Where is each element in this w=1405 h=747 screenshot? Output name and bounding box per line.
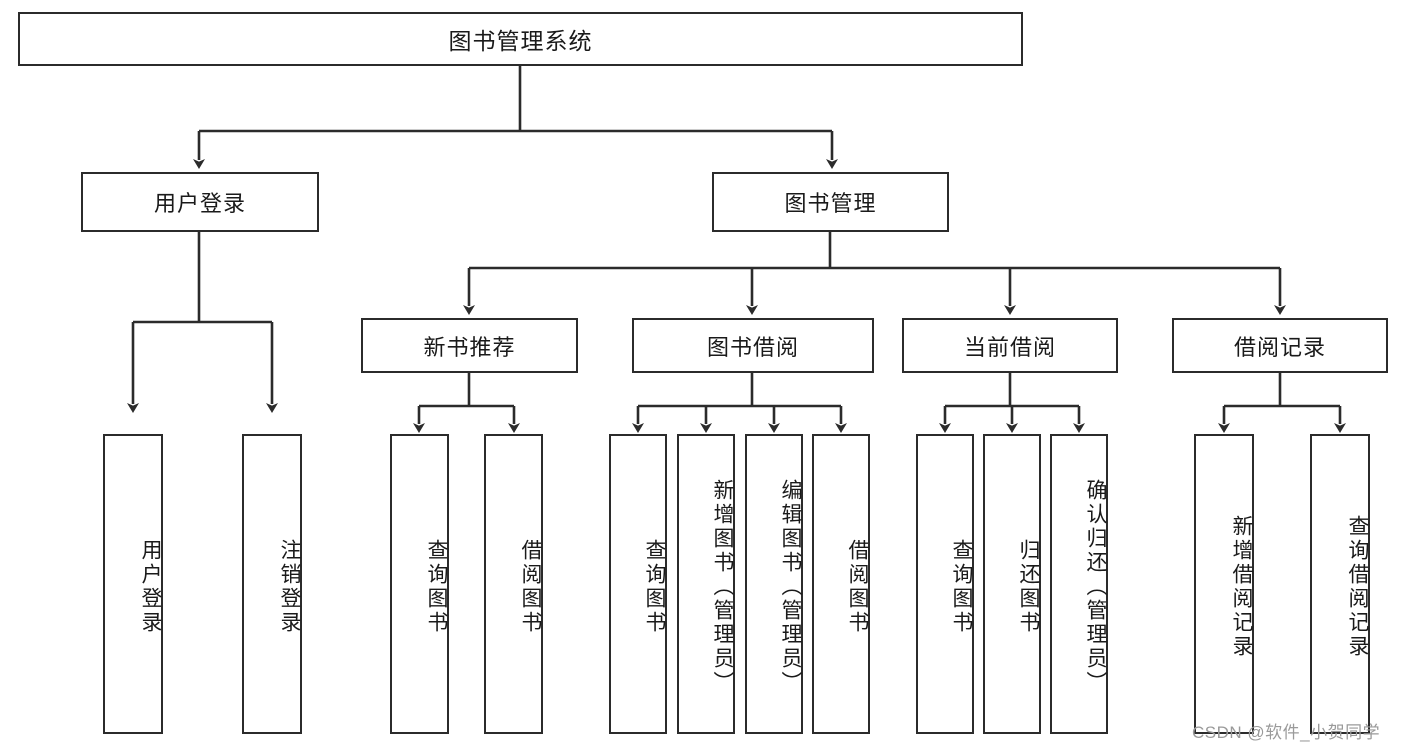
node-label: 查询借阅记录 <box>1346 515 1369 659</box>
node-user-login[interactable]: 用户登录 <box>81 172 319 232</box>
node-book-management[interactable]: 图书管理 <box>712 172 949 232</box>
leaf-recommend-borrow-book[interactable]: 借阅图书 <box>484 434 543 734</box>
leaf-current-confirm-return[interactable]: 确认归还（管理员） <box>1050 434 1108 734</box>
node-label: 图书管理 <box>784 191 877 216</box>
leaf-record-query-record[interactable]: 查询借阅记录 <box>1310 434 1370 734</box>
node-label: 注销登录 <box>278 539 301 635</box>
node-label: 新增图书（管理员） <box>711 479 734 695</box>
node-book-borrow[interactable]: 图书借阅 <box>632 318 874 373</box>
leaf-record-add-record[interactable]: 新增借阅记录 <box>1194 434 1254 734</box>
leaf-user-login[interactable]: 用户登录 <box>103 434 163 734</box>
node-current-borrow[interactable]: 当前借阅 <box>902 318 1118 373</box>
csdn-watermark: CSDN @软件_小贺同学 <box>1192 723 1381 742</box>
node-label: 查询图书 <box>950 539 973 635</box>
leaf-user-logout[interactable]: 注销登录 <box>242 434 302 734</box>
leaf-borrow-borrow-book[interactable]: 借阅图书 <box>812 434 870 734</box>
leaf-borrow-edit-book[interactable]: 编辑图书（管理员） <box>745 434 803 734</box>
node-label: 借阅图书 <box>519 539 542 635</box>
leaf-current-query-book[interactable]: 查询图书 <box>916 434 974 734</box>
node-book-management-system[interactable]: 图书管理系统 <box>18 12 1023 66</box>
node-label: 查询图书 <box>643 539 666 635</box>
node-label: 借阅图书 <box>846 539 869 635</box>
node-label: 图书管理系统 <box>448 28 593 54</box>
node-new-book-recommend[interactable]: 新书推荐 <box>361 318 578 373</box>
node-label: 归还图书 <box>1017 539 1040 635</box>
node-label: 新增借阅记录 <box>1230 515 1253 659</box>
node-label: 用户登录 <box>153 191 246 216</box>
leaf-borrow-query-book[interactable]: 查询图书 <box>609 434 667 734</box>
leaf-borrow-add-book[interactable]: 新增图书（管理员） <box>677 434 735 734</box>
node-label: 当前借阅 <box>963 334 1056 360</box>
node-borrow-record[interactable]: 借阅记录 <box>1172 318 1388 373</box>
leaf-recommend-query-book[interactable]: 查询图书 <box>390 434 449 734</box>
node-label: 图书借阅 <box>706 334 799 360</box>
node-label: 确认归还（管理员） <box>1084 479 1107 695</box>
leaf-current-return-book[interactable]: 归还图书 <box>983 434 1041 734</box>
node-label: 借阅记录 <box>1233 334 1326 360</box>
node-label: 用户登录 <box>139 539 162 635</box>
node-label: 查询图书 <box>425 539 448 635</box>
node-label: 编辑图书（管理员） <box>779 479 802 695</box>
node-label: 新书推荐 <box>423 334 516 360</box>
